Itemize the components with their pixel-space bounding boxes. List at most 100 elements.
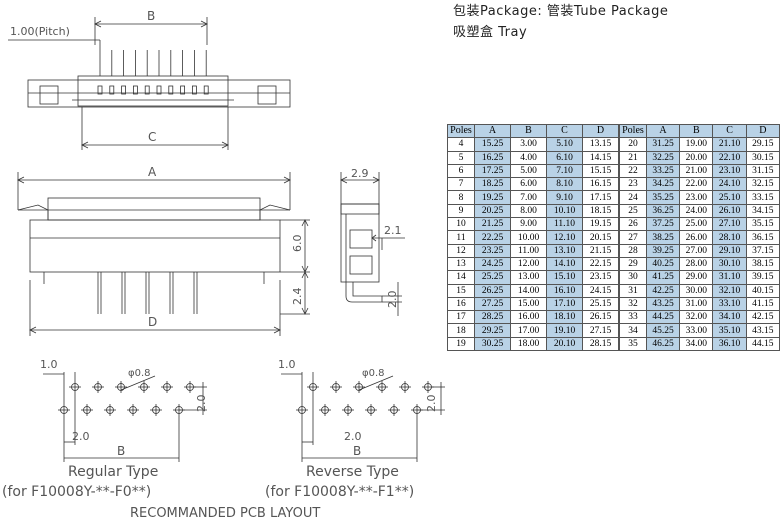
table-cell: 39.15 (745, 270, 780, 285)
table-cell: 33.25 (645, 163, 681, 179)
hole-leader (120, 375, 156, 391)
table-cell: 34.25 (645, 177, 681, 192)
table-cell: 37.15 (745, 243, 780, 258)
pcb-right-row-gap: 2.0 (425, 395, 438, 413)
table-cell: 34.00 (679, 336, 714, 352)
side-view (340, 172, 405, 316)
table-cell: 22.10 (712, 150, 747, 165)
table-cell: 25.15 (582, 296, 619, 312)
table-cell: 33 (619, 310, 647, 325)
table-cell: 21.15 (582, 243, 619, 258)
table-cell: 18.15 (582, 203, 619, 219)
table-cell: 4.00 (510, 150, 547, 165)
table-cell: 19.25 (474, 190, 511, 205)
table-cell: 25 (619, 203, 647, 219)
table-cell: 29.15 (745, 137, 780, 152)
table-cell: 32.25 (645, 150, 681, 165)
table-cell: 7.10 (546, 163, 583, 179)
table-cell: 10.00 (510, 230, 547, 245)
table-cell: 19.15 (582, 217, 619, 232)
contact-slot (121, 85, 126, 95)
table-cell: 28.25 (474, 310, 511, 325)
table-cell: 26.15 (582, 310, 619, 325)
table-cell: 12.10 (546, 230, 583, 245)
table-cell: 34.10 (712, 310, 747, 325)
contact-slot (144, 85, 150, 95)
dim-a-label: A (148, 165, 157, 179)
table-cell: 31 (619, 283, 647, 298)
pcb-left-hole: φ0.8 (128, 368, 151, 379)
table-cell: 14.15 (582, 150, 619, 165)
table-cell: 31.00 (679, 296, 714, 312)
table-cell: 39.25 (645, 243, 681, 258)
table-cell: 13.10 (546, 243, 583, 258)
table-cell: 35 (619, 336, 647, 352)
table-header: C (546, 123, 583, 139)
table-cell: 13.00 (510, 270, 547, 285)
table-cell: 16 (447, 296, 475, 312)
pcb-right-hole: φ0.8 (362, 368, 385, 379)
table-cell: 6 (447, 163, 475, 179)
table-cell: 20.15 (582, 230, 619, 245)
table-header: D (582, 123, 619, 139)
contact-slot (156, 85, 162, 95)
table-cell: 24.25 (474, 256, 511, 272)
table-cell: 27.25 (474, 296, 511, 312)
table-cell: 23 (619, 177, 647, 192)
table-cell: 28.15 (582, 336, 619, 352)
table-cell: 36.15 (745, 230, 780, 245)
table-cell: 35.25 (645, 190, 681, 205)
table-cell: 13.15 (582, 137, 619, 152)
table-cell: 45.25 (645, 323, 681, 338)
table-header: B (679, 123, 714, 139)
table-cell: 6.00 (510, 177, 547, 192)
table-cell: 27.15 (582, 323, 619, 338)
table-cell: 40.15 (745, 283, 780, 298)
pcb-left-pitch: 1.0 (40, 358, 58, 371)
table-cell: 25.10 (712, 190, 747, 205)
table-cell: 32.10 (712, 283, 747, 298)
table-cell: 11.00 (510, 243, 547, 258)
dim-b-label: B (147, 9, 155, 23)
top-view (8, 17, 291, 150)
table-cell: 21.25 (474, 217, 511, 232)
table-cell: 7 (447, 177, 475, 192)
pcb-right-type: Reverse Type (306, 464, 399, 480)
table-cell: 37.25 (645, 217, 681, 232)
table-cell: 21.10 (712, 137, 747, 152)
table-cell: 30.00 (679, 283, 714, 298)
table-cell: 42.15 (745, 310, 780, 325)
pcb-left-row-gap: 2.0 (195, 395, 208, 413)
table-cell: 14.10 (546, 256, 583, 272)
table-cell: 29.00 (679, 270, 714, 285)
table-cell: 22.00 (679, 177, 714, 192)
contact-slot (191, 85, 197, 95)
dim-c-label: C (148, 130, 156, 144)
table-cell: 6.10 (546, 150, 583, 165)
table-cell: 26 (619, 217, 647, 232)
table-cell: 11.10 (546, 217, 583, 232)
table-cell: 21 (619, 150, 647, 165)
table-cell: 8 (447, 190, 475, 205)
pcb-right-part: (for F10008Y-**-F1**) (265, 484, 414, 500)
table-header: A (645, 123, 681, 139)
pitch-label: 1.00(Pitch) (10, 25, 70, 38)
table-cell: 20.00 (679, 150, 714, 165)
table-cell: 10 (447, 217, 475, 232)
table-cell: 17.15 (582, 190, 619, 205)
pcb-left-type: Regular Type (68, 464, 158, 480)
table-cell: 12 (447, 243, 475, 258)
